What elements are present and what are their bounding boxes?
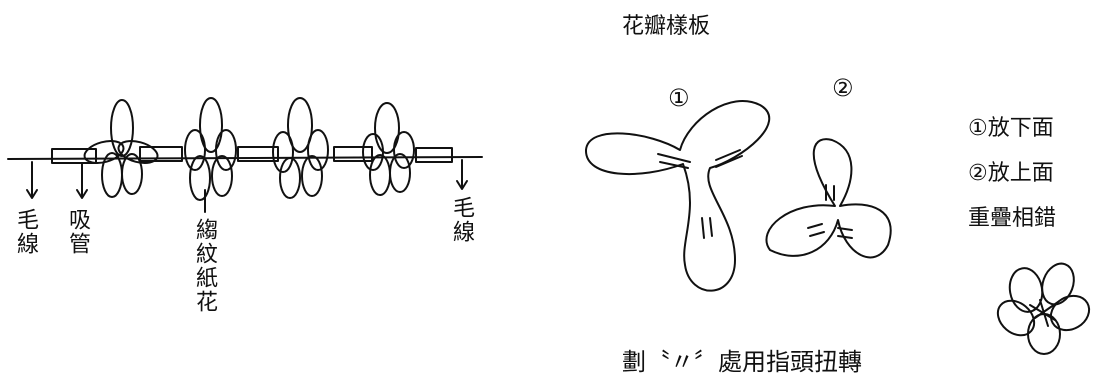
arrow-yarn-right xyxy=(456,159,468,190)
petal-template-2 xyxy=(765,138,892,259)
instruction-place-top: ②放上面 xyxy=(968,161,1054,186)
label-crepe-flower: 縐紋紙花 xyxy=(192,218,217,314)
instruction-overlap: 重疊相錯 xyxy=(968,206,1057,231)
label-straw: 吸管 xyxy=(65,208,90,256)
arrow-straw xyxy=(76,163,88,199)
petal-marker-1: ① xyxy=(668,84,690,112)
flower-3 xyxy=(272,97,329,199)
label-yarn-right: 毛線 xyxy=(449,196,474,244)
arrow-yarn-left xyxy=(26,161,38,199)
template-title: 花瓣樣板 xyxy=(622,14,711,39)
flower-4 xyxy=(362,102,415,196)
flower-2 xyxy=(184,97,237,201)
instruction-place-bottom: ①放下面 xyxy=(968,116,1054,141)
overlapped-flower xyxy=(996,262,1091,355)
flower-1 xyxy=(83,99,159,198)
straw-segments xyxy=(51,146,453,164)
label-yarn-left: 毛線 xyxy=(13,208,38,256)
yarn-line xyxy=(7,156,483,160)
petal-marker-2: ② xyxy=(832,74,854,102)
caption: 劃〝〃〞處用指頭扭轉 xyxy=(622,348,862,376)
petal-template-1 xyxy=(584,100,771,292)
